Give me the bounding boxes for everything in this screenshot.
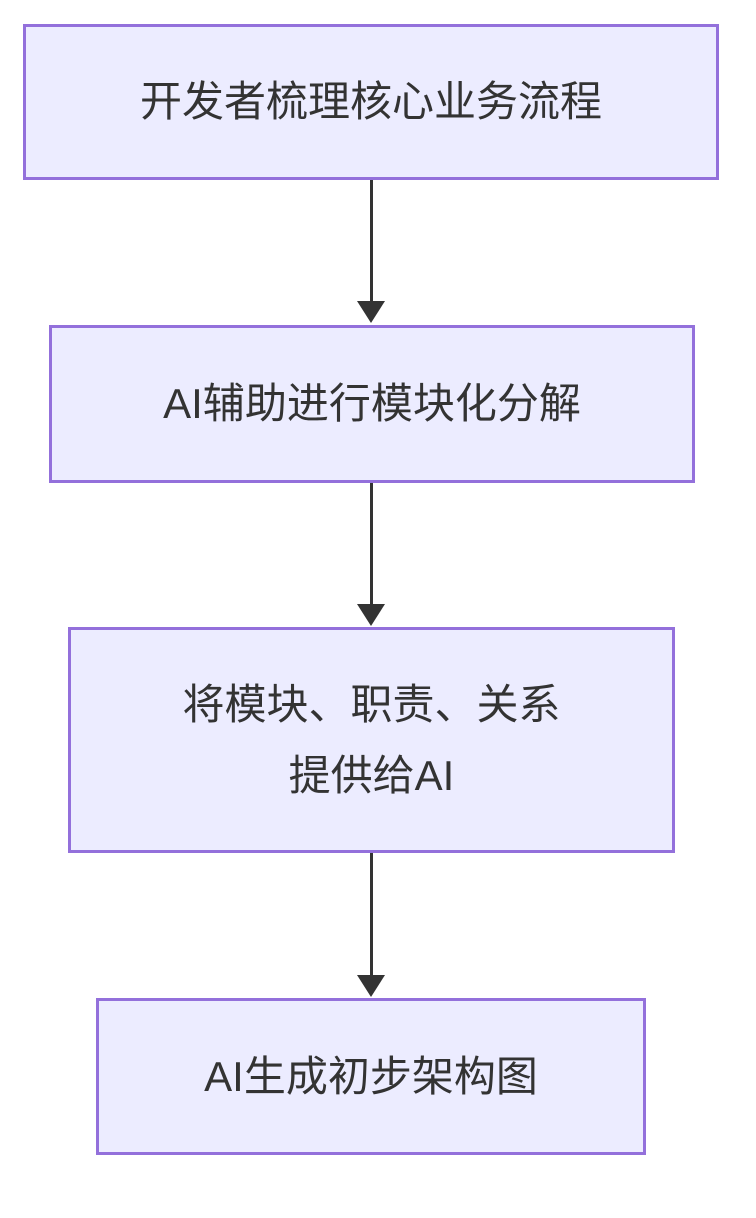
flow-arrow-3 bbox=[357, 853, 385, 997]
node-label: AI辅助进行模块化分解 bbox=[163, 380, 581, 428]
node-label: 将模块、职责、关系 提供给AI bbox=[182, 680, 561, 799]
node-label: 开发者梳理核心业务流程 bbox=[139, 78, 602, 126]
arrow-line bbox=[369, 180, 373, 301]
flowchart-node-step-3: 将模块、职责、关系 提供给AI bbox=[68, 627, 675, 853]
node-label: AI生成初步架构图 bbox=[204, 1052, 538, 1100]
flowchart-node-step-4: AI生成初步架构图 bbox=[96, 998, 646, 1155]
arrow-line bbox=[369, 853, 373, 975]
flow-arrow-2 bbox=[357, 483, 385, 626]
arrow-head-icon bbox=[357, 975, 385, 997]
flow-arrow-1 bbox=[357, 180, 385, 323]
flowchart-node-step-2: AI辅助进行模块化分解 bbox=[49, 325, 695, 483]
flowchart-node-step-1: 开发者梳理核心业务流程 bbox=[23, 24, 719, 180]
arrow-head-icon bbox=[357, 604, 385, 626]
arrow-line bbox=[369, 483, 373, 604]
arrow-head-icon bbox=[357, 301, 385, 323]
